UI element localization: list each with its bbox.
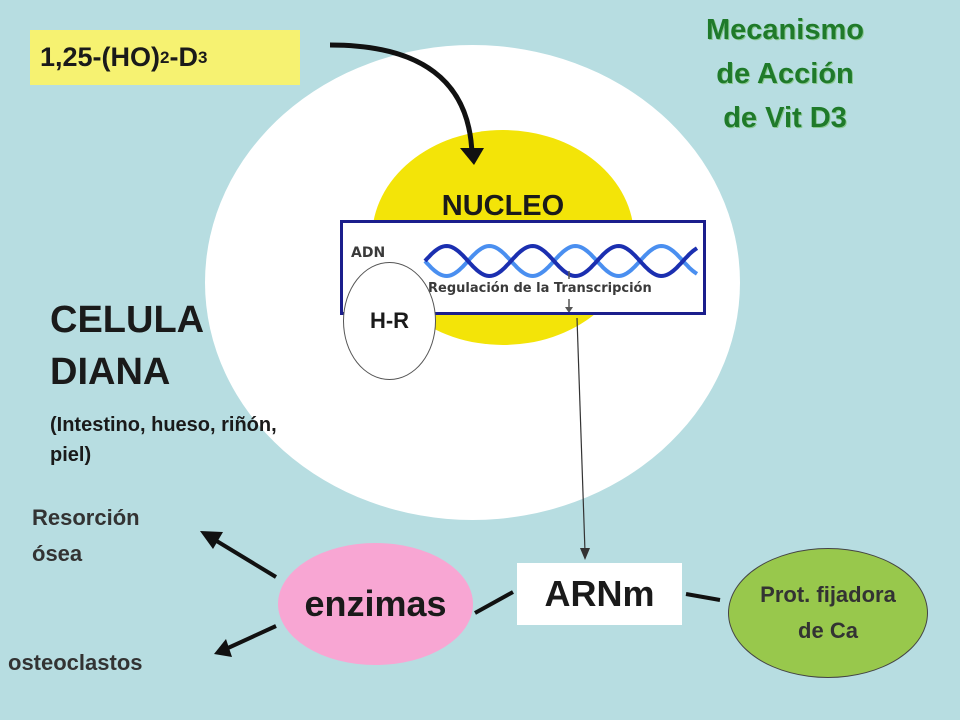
hormone-entry-arrow [329, 42, 475, 156]
resorption-line-1: Resorción [32, 505, 140, 530]
cell-title: CELULA DIANA [50, 294, 204, 398]
dna-strand [423, 243, 699, 279]
dna-helix-icon [423, 243, 699, 312]
nucleus-label: NUCLEO [441, 190, 565, 222]
enzymes-to-resorption-arrow [213, 538, 278, 579]
cell-title-line-1: CELULA [50, 299, 205, 341]
protein-line-1: Prot. fijadora [760, 582, 896, 607]
hormone-formula-sub2: 3 [198, 47, 208, 67]
cell-subtitle: (Intestino, hueso, riñón, piel) [50, 414, 277, 466]
enzymes-node: enzimas [278, 543, 473, 665]
hormone-entry-arrowhead [460, 148, 484, 165]
mrna-node: ARNm [517, 563, 682, 625]
title-line-3: de Vit D3 [723, 102, 847, 134]
calcium-binding-protein-node: Prot. fijadora de Ca [728, 548, 928, 678]
hormone-formula-main: 1,25-(HO) [40, 42, 161, 72]
mrna-to-enzymes-connector [474, 590, 514, 615]
title-line-2: de Acción [716, 58, 854, 90]
adn-label: ADN [351, 245, 386, 261]
transcription-regulation-label: Regulación de la Transcripción [428, 281, 652, 296]
hormone-formula-mid: -D [169, 42, 199, 72]
title-line-1: Mecanismo [706, 14, 864, 46]
hormone-formula-sub1: 2 [160, 47, 170, 67]
diagram-title: Mecanismo de Acción de Vit D3 [660, 8, 910, 140]
bone-resorption-label: Resorción ósea [32, 500, 140, 572]
mrna-to-protein-connector [685, 592, 721, 602]
transcription-to-mrna-arrow [576, 317, 586, 553]
protein-line-2: de Ca [798, 618, 858, 643]
osteoclasts-label: osteoclastos [8, 650, 143, 675]
enzymes-to-osteoclasts-arrowhead [214, 639, 232, 657]
dna-strand [423, 243, 699, 279]
enzymes-to-resorption-arrowhead [200, 531, 223, 549]
enzymes-to-osteoclasts-arrow [227, 624, 277, 650]
hormone-receptor: H-R [343, 262, 436, 380]
cell-title-line-2: DIANA [50, 351, 171, 393]
transcription-to-mrna-arrowhead [580, 548, 590, 560]
resorption-line-2: ósea [32, 541, 83, 566]
